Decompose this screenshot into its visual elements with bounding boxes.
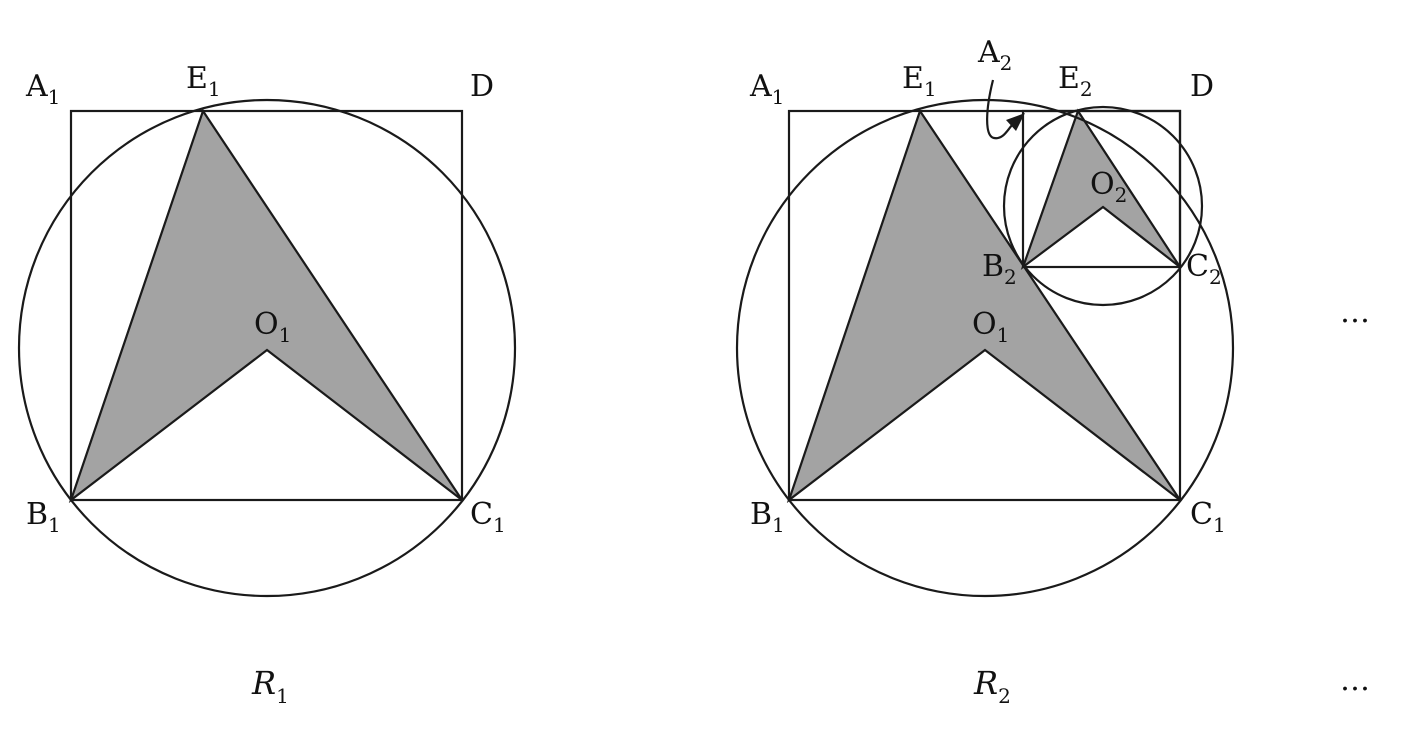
label-o1: O1 (972, 307, 1009, 347)
shaded-region-1 (68, 108, 463, 504)
label-b1: B1 (26, 497, 61, 537)
label-b2: B2 (982, 249, 1017, 289)
caption-r2: R2 (973, 664, 1011, 708)
ellipsis-bottom: … (1340, 663, 1370, 698)
label-a1: A1 (25, 69, 60, 109)
label-a1: A1 (749, 69, 784, 109)
label-a2: A2 (977, 35, 1012, 75)
circle-o2 (1002, 105, 1204, 307)
label-d: D (470, 69, 494, 104)
label-b1: B1 (750, 497, 785, 537)
label-d: D (1190, 69, 1214, 104)
label-o1: O1 (254, 307, 291, 347)
shaded-region-2 (1020, 108, 1181, 271)
figure-r1: A1 E1 D O1 B1 C1 R1 (17, 61, 517, 708)
label-e2: E2 (1058, 61, 1093, 101)
label-c2: C2 (1186, 249, 1222, 289)
label-c1: C1 (1190, 497, 1226, 537)
caption-r1: R1 (251, 664, 289, 708)
arrowhead-icon (1006, 113, 1025, 131)
label-o2: O2 (1090, 167, 1127, 207)
circle-o1 (17, 98, 517, 598)
square-a2-d-c2-b2 (1021, 109, 1182, 269)
figure-r2: A1 E1 A2 E2 D O2 B2 C2 O1 B1 C1 (735, 35, 1235, 708)
pointer-arrow-a2 (986, 79, 1016, 140)
shaded-region-1 (786, 108, 1181, 504)
label-e1: E1 (186, 61, 221, 101)
square-a1-d-c1-b1 (787, 109, 1182, 502)
label-c1: C1 (470, 497, 506, 537)
circle-o1 (735, 98, 1235, 598)
ellipsis-top: … (1340, 295, 1370, 330)
label-e1: E1 (902, 61, 937, 101)
square-a1-d-c1-b1 (69, 109, 464, 502)
